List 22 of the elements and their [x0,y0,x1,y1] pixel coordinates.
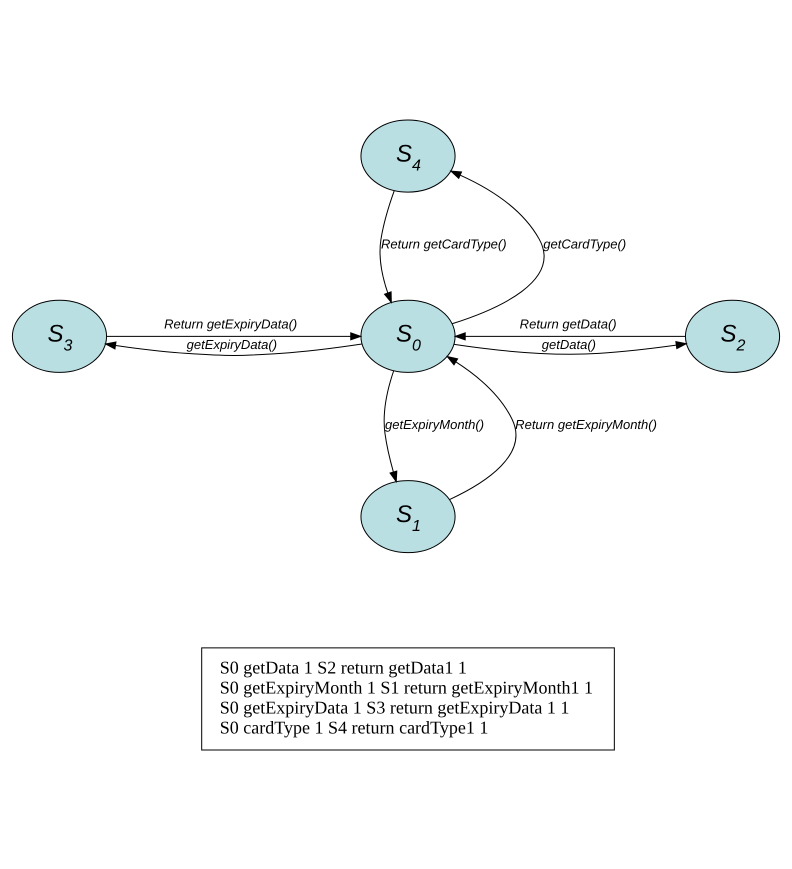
node-ellipse: S$_{0}$ [360,299,456,372]
arrow [384,370,398,483]
edge-label: getCardType() [543,236,626,252]
arrow [106,332,362,340]
arrow [446,355,516,500]
node-ellipse: S$_{4}$ [360,119,456,192]
node-box: S0 getData 1 S2 return getData1 1 S0 getExpiryMonth 1 S1 return getExpiryMonth1 1 S0 getExpiryData 1 S3 return getExpiryData 1 1 S0 cardType 1 S4 return cardType1 1 [201,646,615,750]
arrow [454,340,688,354]
arrow [454,332,686,340]
edge-label: Return getExpiryData() [164,316,298,332]
node-ellipse: S$_{2}$ [684,299,780,372]
arrow [450,170,544,324]
edge-label: Return getCardType() [380,236,507,252]
edge-label: getData() [542,336,596,352]
edge-label: Return getData() [520,316,617,332]
node-ellipse: S$_{1}$ [360,480,456,553]
node-ellipse: S$_{3}$ [12,299,108,372]
arrow [104,340,362,356]
arrow [380,190,395,304]
edge-label: getExpiryData() [186,336,278,352]
edge-label: Return getExpiryMonth() [515,416,657,432]
edge-label: getExpiryMonth() [384,416,484,432]
